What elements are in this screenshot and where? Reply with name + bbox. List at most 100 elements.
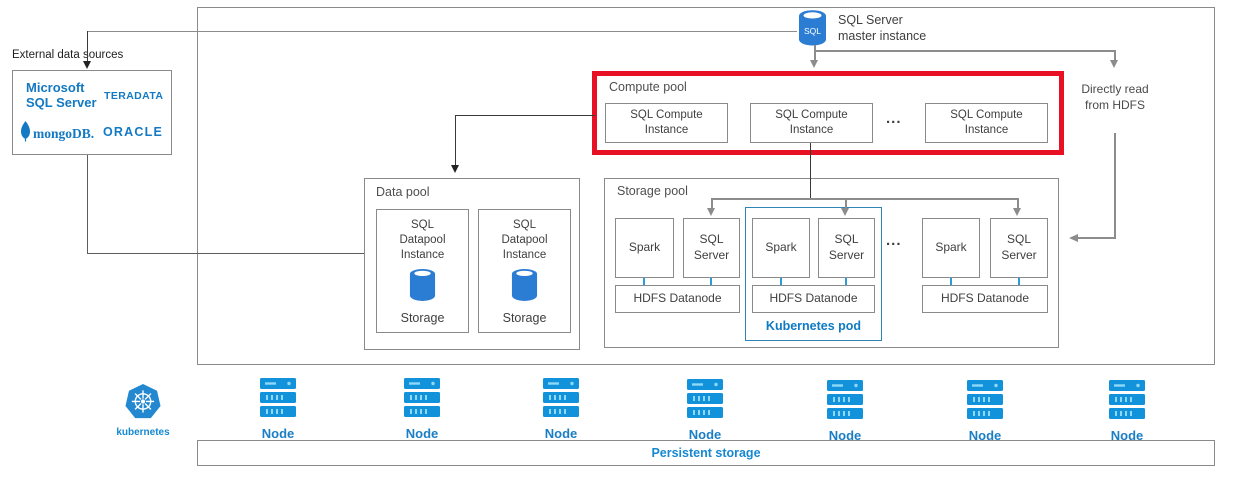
kubernetes-logo-icon	[124, 383, 162, 426]
node-2: Node	[386, 378, 458, 441]
sql-datapool-instance-label: SQL Datapool Instance	[399, 219, 446, 261]
stem-sql1-hdfs	[710, 278, 712, 285]
stem-spark2-hdfs	[780, 278, 782, 285]
storage-cylinder-icon	[510, 268, 539, 307]
node-1: Node	[242, 378, 314, 441]
mongodb-leaf-icon	[20, 121, 31, 147]
connector-master-to-external	[87, 31, 797, 32]
spark-box-1: Spark	[615, 218, 674, 278]
connector-compute-to-datapool-h	[455, 115, 595, 116]
sql-compute-instance-label: SQL Compute Instance	[775, 109, 848, 136]
data-pool-title: Data pool	[376, 185, 430, 199]
kubernetes-branding: kubernetes	[103, 383, 183, 438]
arrowhead-sql-server-1	[707, 208, 715, 216]
connector-external-to-datapool	[87, 253, 364, 254]
kubernetes-pod-label: Kubernetes pod	[765, 319, 862, 333]
hdfs-note-text: Directly read from HDFS	[1081, 82, 1149, 113]
hdfs-datanode-box-2: HDFS Datanode	[752, 285, 875, 313]
compute-pool-title: Compute pool	[609, 80, 687, 94]
connector-master-down	[814, 45, 816, 61]
node-server-icon	[1109, 380, 1145, 426]
node-server-icon	[827, 380, 863, 426]
sql-datapool-instance-box-1: SQL Datapool Instance Storage	[376, 209, 469, 333]
node-server-icon	[687, 379, 723, 425]
node-server-icon	[543, 378, 579, 424]
microsoft-logo-line1: Microsoft	[26, 80, 85, 95]
arrowhead-into-data-pool	[451, 165, 459, 173]
sql-datapool-instance-box-2: SQL Datapool Instance Storage	[478, 209, 571, 333]
connector-hdfs-note-drop	[1114, 50, 1116, 61]
node-label: Node	[968, 428, 1002, 443]
master-instance-label: SQL Server master instance	[838, 12, 926, 45]
arrowhead-sql-server-3	[1013, 208, 1021, 216]
connector-hdfs-note-left	[1078, 237, 1116, 239]
arrowhead-into-compute-pool	[810, 60, 818, 68]
distribution-line	[712, 198, 1019, 200]
node-server-icon	[404, 378, 440, 424]
microsoft-sql-server-logo: Microsoft SQL Server	[26, 80, 97, 111]
spark-box-3: Spark	[922, 218, 980, 278]
node-5: Node	[809, 380, 881, 443]
connector-hdfs-note-down	[1114, 133, 1116, 238]
sql-server-label: SQL Server	[693, 232, 730, 262]
node-label: Node	[261, 426, 295, 441]
hdfs-datanode-box-3: HDFS Datanode	[922, 285, 1048, 313]
persistent-storage-label: Persistent storage	[651, 446, 761, 460]
node-label: Node	[405, 426, 439, 441]
connector-master-to-external-drop	[87, 31, 88, 61]
kubernetes-logo-text: kubernetes	[116, 427, 170, 438]
storage-label: Storage	[502, 310, 547, 325]
sql-server-label: SQL Server	[828, 232, 865, 262]
sql-server-box-2: SQL Server	[818, 218, 875, 278]
sql-server-box-1: SQL Server	[683, 218, 740, 278]
storage-pool-box	[604, 178, 1059, 348]
connector-compute-to-datapool-v	[455, 115, 456, 165]
sql-compute-instance-label: SQL Compute Instance	[950, 109, 1023, 136]
mongodb-logo-text: mongoDB.	[33, 126, 95, 141]
hdfs-datanode-box-1: HDFS Datanode	[615, 285, 740, 313]
node-label: Node	[688, 427, 722, 442]
node-label: Node	[1110, 428, 1144, 443]
sql-server-box-3: SQL Server	[990, 218, 1048, 278]
node-6: Node	[949, 380, 1021, 443]
arrowhead-into-hdfs-note	[1110, 60, 1118, 68]
storage-pool-ellipsis: ...	[886, 232, 902, 249]
compute-pool-ellipsis: ...	[886, 110, 902, 127]
sql-cylinder-text: SQL	[804, 26, 821, 36]
microsoft-logo-line2: SQL Server	[26, 94, 97, 110]
storage-label: Storage	[400, 310, 445, 325]
data-pool-box	[364, 178, 580, 350]
sql-datapool-instance-label: SQL Datapool Instance	[501, 219, 548, 261]
stem-sql3-hdfs	[1018, 278, 1020, 285]
sql-compute-instance-box-2: SQL Compute Instance	[750, 103, 873, 143]
node-label: Node	[828, 428, 862, 443]
master-instance-line1: SQL Server	[838, 13, 903, 27]
node-4: Node	[669, 379, 741, 442]
connector-external-down	[87, 155, 88, 253]
storage-cylinder-icon	[408, 268, 437, 307]
sql-compute-instance-box-3: SQL Compute Instance	[925, 103, 1048, 143]
distribution-stem-2	[845, 198, 847, 209]
distribution-stem-3	[1017, 198, 1019, 209]
sql-server-label: SQL Server	[1001, 232, 1037, 262]
compute-pool-highlight-box	[592, 71, 1064, 155]
storage-pool-title: Storage pool	[617, 184, 688, 198]
connector-compute-to-storage	[810, 143, 811, 199]
sql-master-cylinder-icon: SQL	[797, 10, 828, 51]
distribution-stem-1	[711, 198, 713, 209]
cluster-boundary-box	[197, 7, 1215, 365]
external-data-sources-box	[12, 70, 172, 155]
stem-spark3-hdfs	[950, 278, 952, 285]
arrowhead-into-external-sources	[83, 61, 91, 69]
sql-compute-instance-label: SQL Compute Instance	[630, 109, 703, 136]
node-server-icon	[260, 378, 296, 424]
spark-box-2: Spark	[752, 218, 810, 278]
sql-compute-instance-box-1: SQL Compute Instance	[605, 103, 728, 143]
teradata-logo: TERADATA	[104, 90, 164, 102]
persistent-storage-bar: Persistent storage	[197, 440, 1215, 466]
arrowhead-sql-server-2	[841, 208, 849, 216]
node-3: Node	[525, 378, 597, 441]
node-7: Node	[1091, 380, 1163, 443]
node-server-icon	[967, 380, 1003, 426]
